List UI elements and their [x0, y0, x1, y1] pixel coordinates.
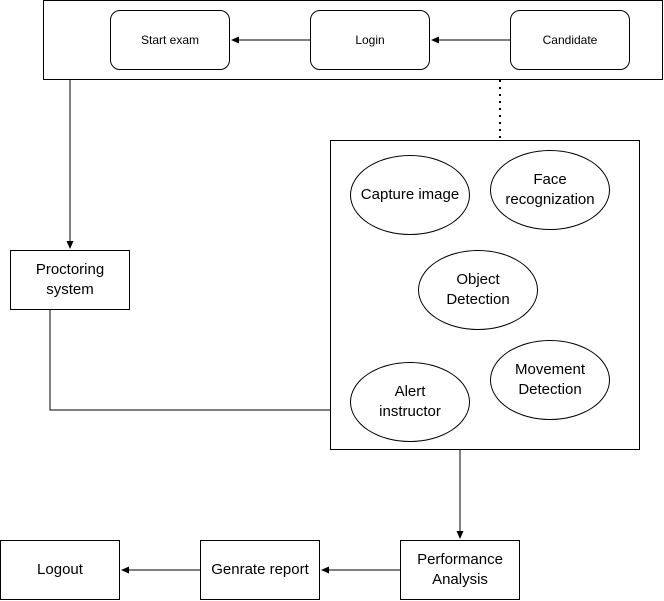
- object-detection-label: Object Detection: [446, 271, 510, 308]
- movement-detection-label: Movement Detection: [514, 361, 586, 398]
- movement-detection-node: Movement Detection: [490, 340, 610, 420]
- performance-analysis-label: Performance Analysis: [417, 551, 503, 588]
- genrate-report-node: Genrate report: [200, 540, 320, 600]
- proctoring-system-label: Proctoring system: [35, 261, 105, 298]
- start-exam-node: Start exam: [110, 10, 230, 70]
- proctoring-system-node: Proctoring system: [10, 250, 130, 310]
- performance-analysis-node: Performance Analysis: [400, 540, 520, 600]
- logout-label: Logout: [37, 561, 83, 578]
- login-node: Login: [310, 10, 430, 70]
- genrate-report-label: Genrate report: [211, 561, 309, 578]
- face-recognization-node: Face recognization: [490, 150, 610, 230]
- alert-instructor-label: Alert instructor: [379, 383, 441, 420]
- start-exam-label: Start exam: [140, 33, 200, 47]
- capture-image-label: Capture image: [360, 186, 460, 203]
- object-detection-node: Object Detection: [418, 250, 538, 330]
- alert-instructor-node: Alert instructor: [350, 362, 470, 442]
- candidate-node: Candidate: [510, 10, 630, 70]
- face-recognization-label: Face recognization: [505, 171, 595, 208]
- login-label: Login: [355, 33, 385, 47]
- edge-proctoring-detection: [49, 310, 330, 411]
- candidate-label: Candidate: [542, 33, 598, 47]
- capture-image-node: Capture image: [350, 155, 470, 235]
- logout-node: Logout: [0, 540, 120, 600]
